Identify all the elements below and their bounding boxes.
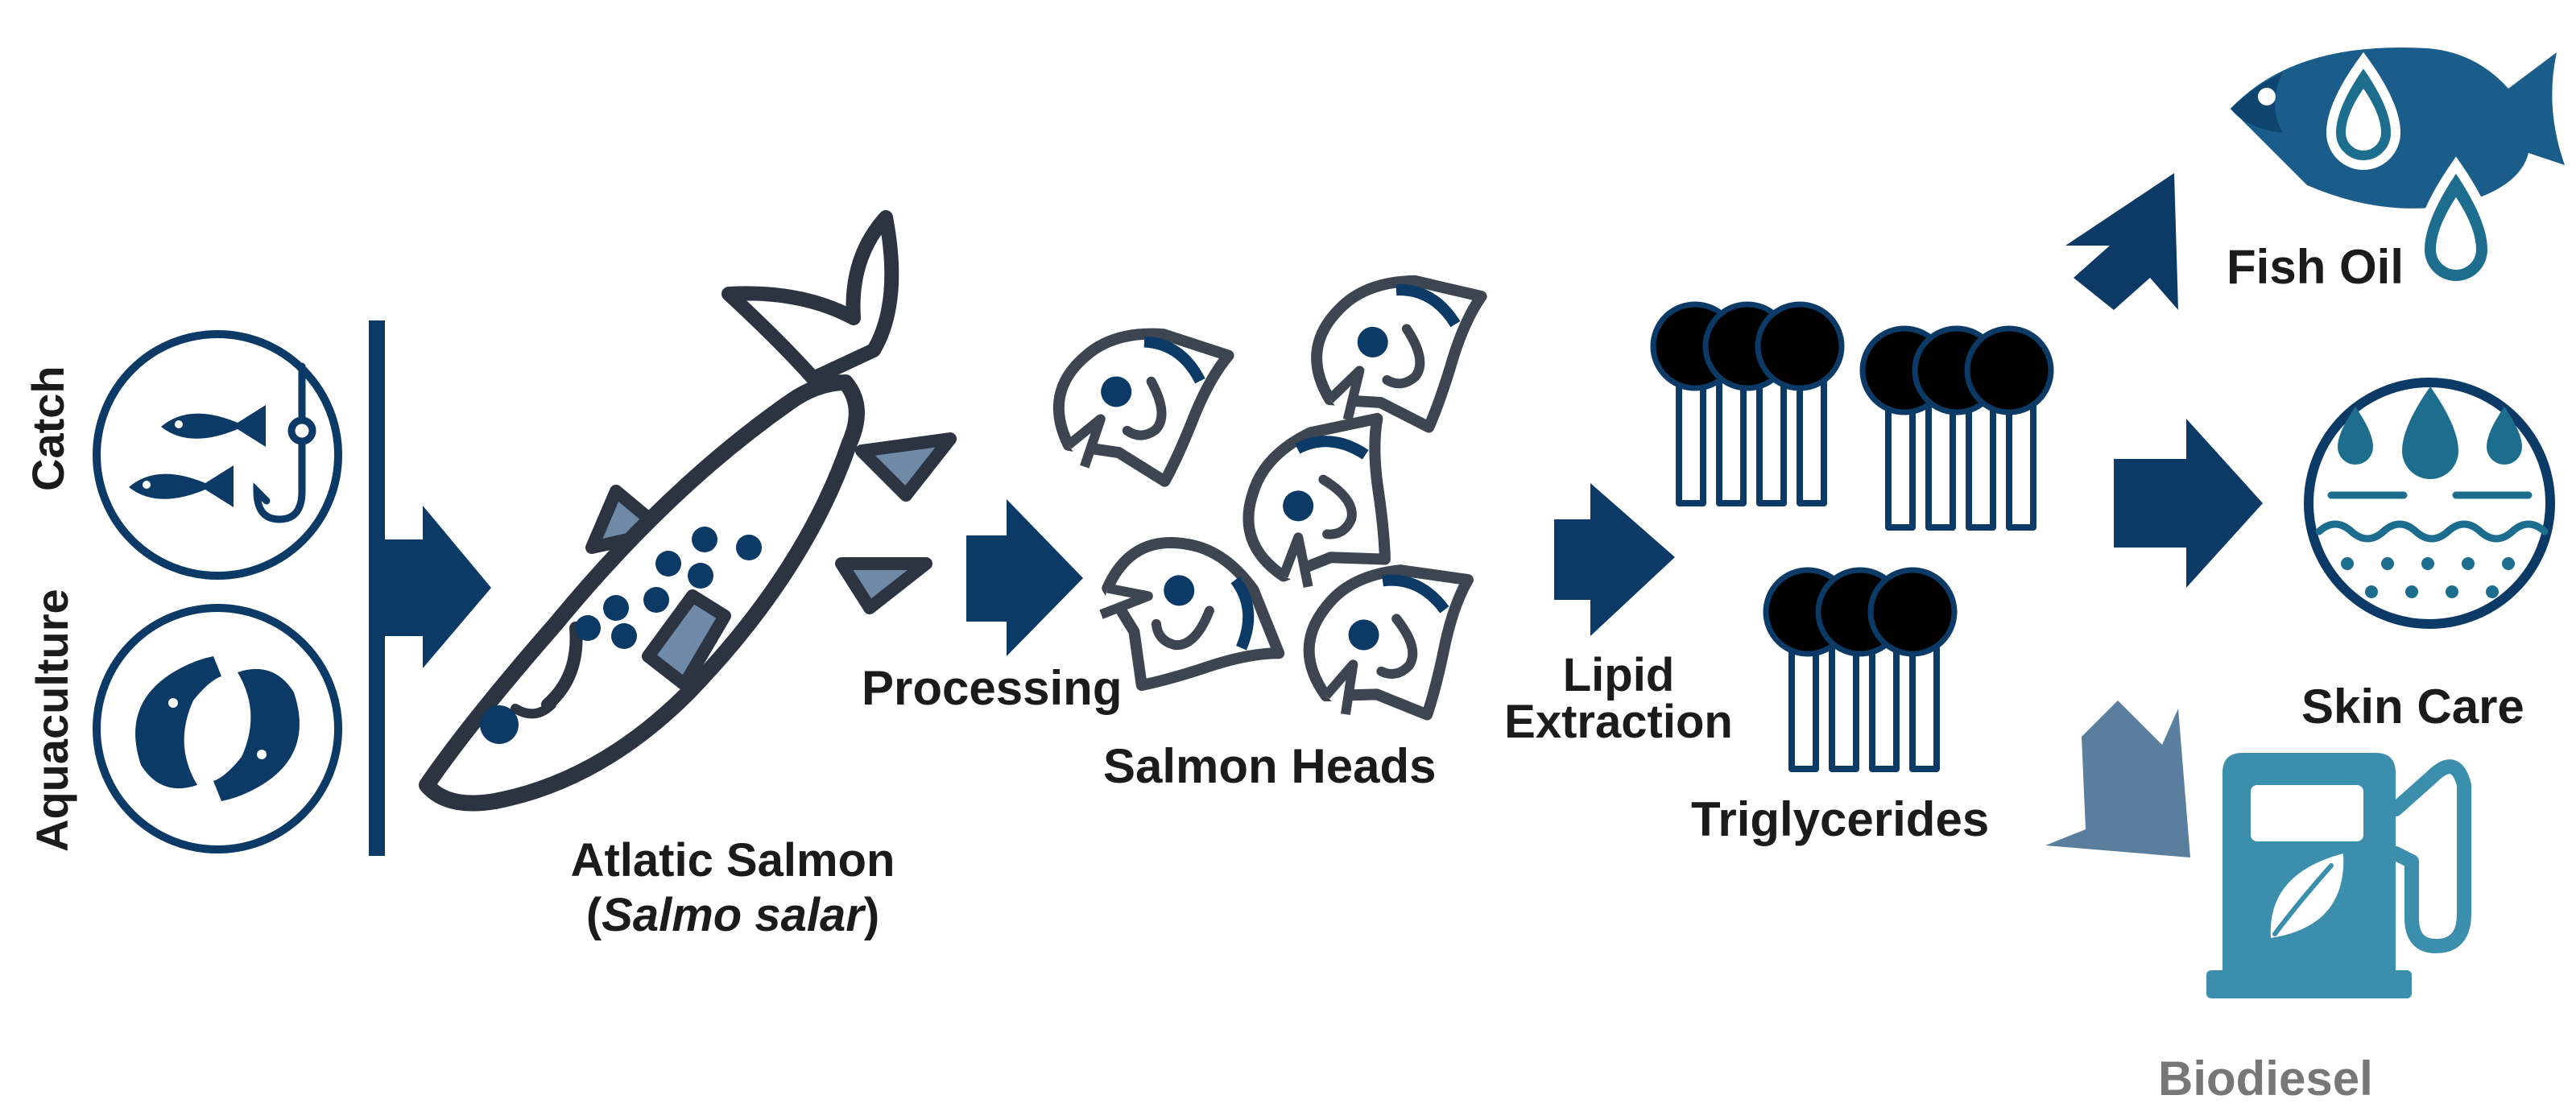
salmon-heads-label: Salmon Heads: [1103, 739, 1437, 793]
fish-oil-icon: [2231, 47, 2565, 291]
sources-bracket-line: [369, 320, 385, 856]
aquaculture-circle: [93, 604, 342, 853]
sources-arrow-icon: [385, 506, 491, 668]
extraction-label: Extraction: [1504, 696, 1733, 748]
salmon-name-label: Atlatic Salmon: [515, 837, 950, 884]
fish-oil-arrow-icon: [2065, 173, 2178, 310]
fuel-pump-icon: [2206, 753, 2471, 998]
circling-fish-icon: [135, 656, 300, 801]
paren-close: ): [863, 889, 880, 941]
salmon-latin-name: Salmo salar: [602, 889, 864, 941]
paren-open: (: [585, 889, 602, 941]
lipid-label: Lipid: [1562, 649, 1675, 701]
fish-school-icon: [129, 405, 266, 507]
aquaculture-label: Aquaculture: [27, 589, 77, 852]
catch-circle: [93, 330, 342, 580]
skin-care-icon: [2304, 378, 2555, 629]
biodiesel-arrow-icon: [2045, 701, 2190, 858]
catch-label: Catch: [23, 366, 73, 491]
salmon-common-name: Atlatic Salmon: [570, 834, 895, 886]
skin-care-label: Skin Care: [2301, 680, 2524, 734]
fishing-hook-icon: [253, 362, 316, 523]
salmon-latin-label: (Salmo salar): [515, 892, 950, 939]
salmon-icon: [419, 210, 957, 812]
biodiesel-label: Biodiesel: [2158, 1052, 2373, 1106]
processing-arrow-icon: [966, 499, 1083, 656]
lipid-extraction-arrow-icon: [1554, 483, 1675, 636]
triglycerides-label: Triglycerides: [1691, 792, 1990, 846]
fish-oil-label: Fish Oil: [2227, 240, 2404, 294]
processing-label: Processing: [862, 661, 1123, 715]
skin-care-arrow-icon: [2114, 419, 2263, 588]
